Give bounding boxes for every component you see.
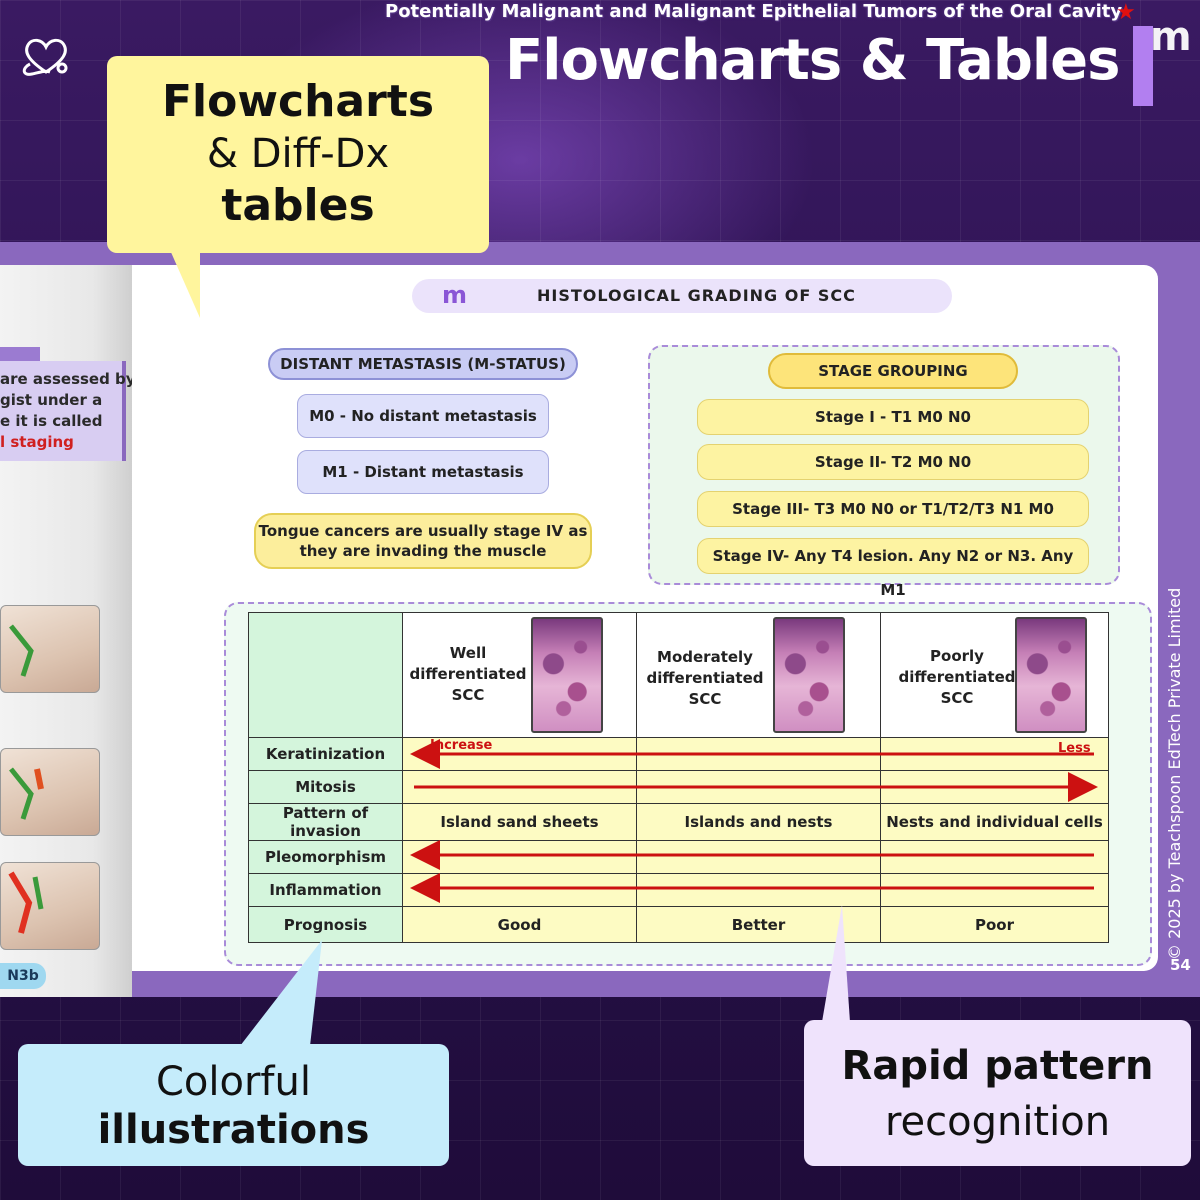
section-heading-pill: m HISTOLOGICAL GRADING OF SCC <box>412 279 952 313</box>
neck-illustration <box>0 862 100 950</box>
m-status-item: M0 - No distant metastasis <box>297 394 549 438</box>
page-number: 54 <box>1170 956 1191 974</box>
table-cell: Islands and nests <box>636 803 881 841</box>
table-cell: Poor <box>880 906 1109 943</box>
column-header-line: Moderately <box>657 648 753 666</box>
left-page-note: are assessed by gist under a e it is cal… <box>0 361 132 461</box>
left-page-tab <box>0 347 40 363</box>
callout-line: Flowcharts <box>161 76 435 127</box>
table-cell <box>880 770 1109 804</box>
m-status-item: M1 - Distant metastasis <box>297 450 549 494</box>
histology-image <box>1015 617 1087 733</box>
m-status-heading: DISTANT METASTASIS (M-STATUS) <box>268 348 578 380</box>
table-cell: Nests and individual cells <box>880 803 1109 841</box>
brand-logo-icon: m <box>1150 14 1192 60</box>
tongue-note-line: Tongue cancers are usually stage IV as <box>258 522 588 540</box>
table-cell: Island sand sheets <box>402 803 637 841</box>
stage-item: Stage IV- Any T4 lesion. Any N2 or N3. A… <box>697 538 1089 599</box>
star-icon: ★ <box>1116 0 1136 25</box>
column-header-poorly: Poorly differentiated SCC <box>880 612 1109 738</box>
grading-table: Well differentiated SCC Moderately diffe… <box>248 612 1109 943</box>
table-corner-cell <box>248 612 403 738</box>
row-label: Keratinization <box>248 737 403 771</box>
table-cell <box>636 873 881 907</box>
callout-line: illustrations <box>97 1107 370 1153</box>
column-header-line: Poorly <box>930 647 984 665</box>
headline-accent-bar <box>1133 26 1153 106</box>
neck-illustration <box>0 748 100 836</box>
table-cell <box>636 840 881 874</box>
row-label: Prognosis <box>248 906 403 943</box>
callout-line: tables <box>221 180 375 231</box>
tongue-note-line: they are invading the muscle <box>299 542 547 560</box>
column-header-line: SCC <box>451 686 485 704</box>
column-header-line: Well <box>449 644 487 662</box>
row-label: Pleomorphism <box>248 840 403 874</box>
left-note-line: e it is called <box>0 412 103 430</box>
histology-image <box>531 617 603 733</box>
table-cell <box>636 737 881 771</box>
stage-item: Stage III- T3 M0 N0 or T1/T2/T3 N1 M0 <box>697 491 1089 527</box>
column-header-moderate: Moderately differentiated SCC <box>636 612 881 738</box>
callout-line: Rapid pattern <box>841 1043 1154 1089</box>
callout-line: & Diff-Dx <box>206 131 390 177</box>
callout-pattern: Rapid pattern recognition <box>804 1020 1191 1166</box>
section-heading: HISTOLOGICAL GRADING OF SCC <box>537 286 856 305</box>
column-header-line: SCC <box>940 689 974 707</box>
stage-item: Stage I - T1 M0 N0 <box>697 399 1089 435</box>
callout-flowcharts: Flowcharts & Diff-Dx tables <box>107 56 489 253</box>
stage-grouping-heading: STAGE GROUPING <box>768 353 1018 389</box>
mini-brand-logo-icon: m <box>442 281 468 309</box>
headline: Flowcharts & Tables <box>505 28 1120 93</box>
column-header-line: SCC <box>688 690 722 708</box>
table-cell: Better <box>636 906 881 943</box>
page-title: Potentially Malignant and Malignant Epit… <box>385 1 1123 22</box>
table-cell <box>402 737 637 771</box>
table-cell <box>880 873 1109 907</box>
row-label: Inflammation <box>248 873 403 907</box>
table-cell <box>880 840 1109 874</box>
histology-image <box>773 617 845 733</box>
callout-line: recognition <box>884 1099 1111 1145</box>
left-page: are assessed by gist under a e it is cal… <box>0 265 132 997</box>
tongue-note: Tongue cancers are usually stage IV as t… <box>254 513 592 569</box>
left-note-line: are assessed by <box>0 370 132 388</box>
stage-item: Stage II- T2 M0 N0 <box>697 444 1089 480</box>
column-header-well: Well differentiated SCC <box>402 612 637 738</box>
table-cell <box>402 770 637 804</box>
table-cell <box>636 770 881 804</box>
column-header-line: differentiated <box>646 669 764 687</box>
left-note-line: l staging <box>0 433 74 451</box>
column-header-line: differentiated <box>409 665 527 683</box>
left-note-line: gist under a <box>0 391 103 409</box>
row-label: Mitosis <box>248 770 403 804</box>
n3b-badge: N3b <box>0 963 46 989</box>
row-label: Pattern of invasion <box>248 803 403 841</box>
copyright-text: © 2025 by Teachspoon EdTech Private Limi… <box>1165 587 1184 960</box>
table-cell: Good <box>402 906 637 943</box>
table-cell <box>880 737 1109 771</box>
heart-stethoscope-logo-icon <box>22 38 68 76</box>
table-cell <box>402 873 637 907</box>
callout-line: Colorful <box>156 1059 311 1105</box>
neck-illustration <box>0 605 100 693</box>
table-cell <box>402 840 637 874</box>
callout-illustrations: Colorful illustrations <box>18 1044 449 1166</box>
column-header-line: differentiated <box>898 668 1016 686</box>
copyright-vertical: © 2025 by Teachspoon EdTech Private Limi… <box>1160 587 1190 970</box>
